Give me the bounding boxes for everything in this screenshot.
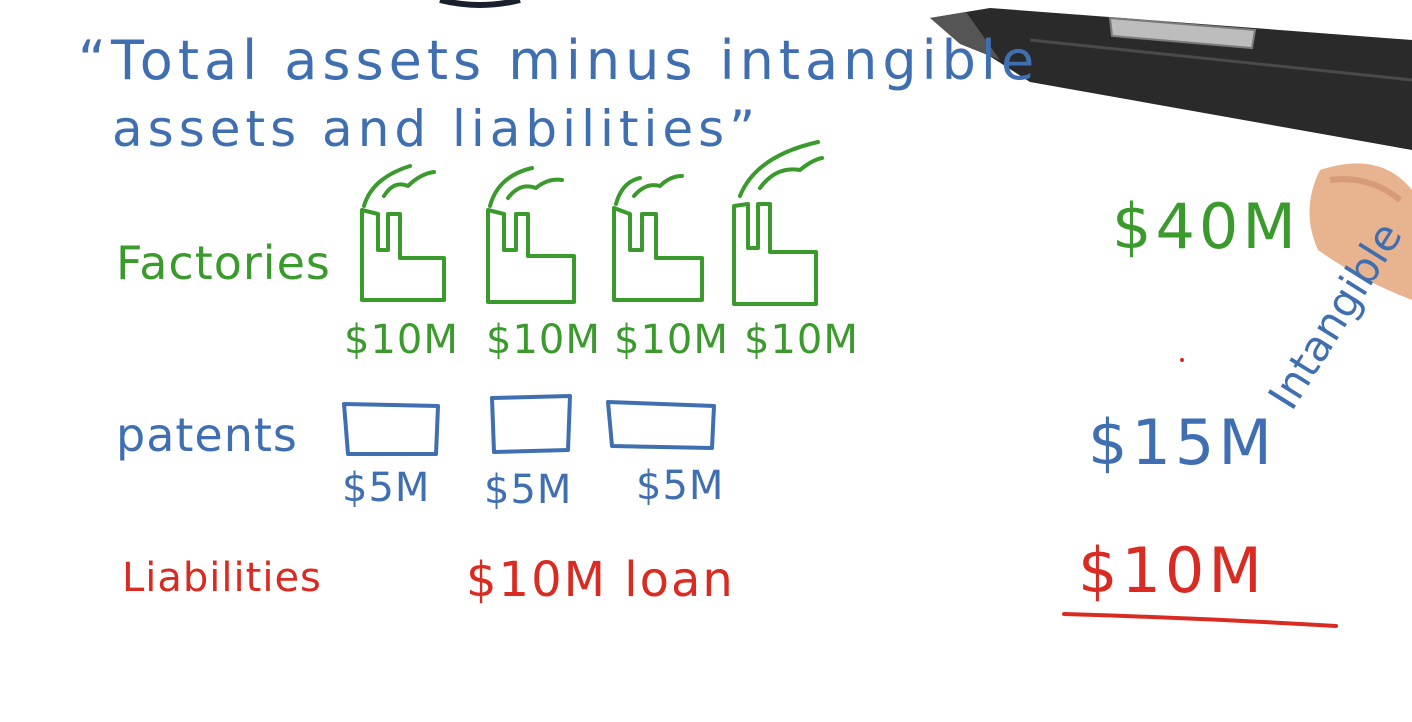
liabilities-total: $10M <box>1078 534 1266 607</box>
patent-box-icon <box>490 394 572 454</box>
top-edge-stroke <box>439 0 521 8</box>
factory-value: $10M <box>614 317 729 363</box>
patent-value: $5M <box>636 463 725 509</box>
patent-box-icon <box>342 402 440 456</box>
factories-label: Factories <box>116 236 331 290</box>
factory-value: $10M <box>486 317 601 363</box>
stylus-pen-icon <box>930 8 1412 300</box>
factory-value: $10M <box>744 317 859 363</box>
quote-line-2: assets and liabilities” <box>112 100 761 158</box>
factory-value: $10M <box>344 317 459 363</box>
red-dot <box>1180 358 1184 362</box>
factory-icon <box>486 166 576 304</box>
patent-value: $5M <box>484 467 573 513</box>
factory-icon <box>732 140 824 306</box>
patent-box-icon <box>606 400 716 450</box>
quote-line-1: “Total assets minus intangible <box>78 29 1040 92</box>
loan-value: $10M loan <box>466 552 735 608</box>
patents-label: patents <box>116 408 298 462</box>
liabilities-label: Liabilities <box>122 555 322 601</box>
total-underline <box>1062 612 1338 628</box>
patents-total: $15M <box>1088 406 1276 479</box>
factories-total: $40M <box>1112 190 1300 263</box>
factory-icon <box>360 164 446 302</box>
factory-icon <box>612 174 704 302</box>
patent-value: $5M <box>342 465 431 511</box>
